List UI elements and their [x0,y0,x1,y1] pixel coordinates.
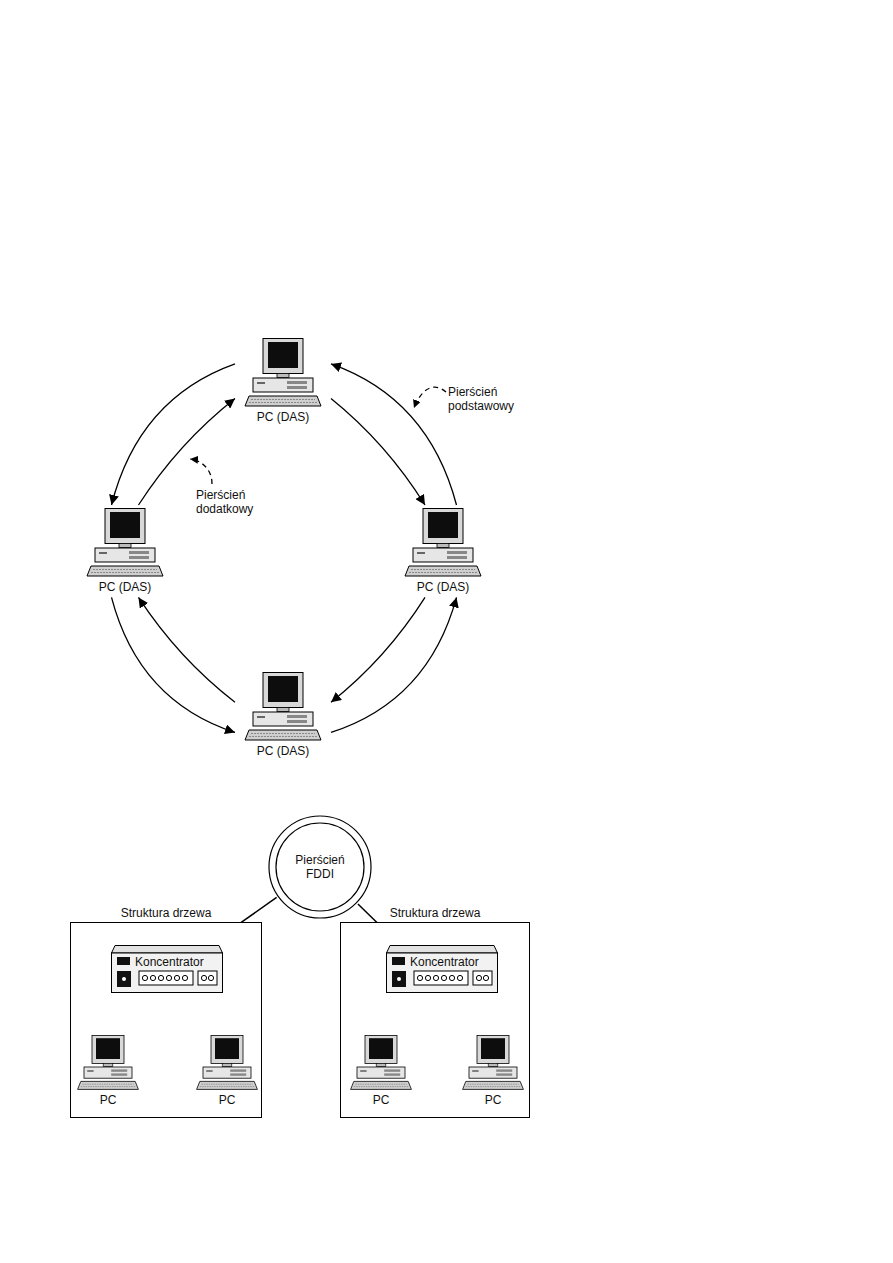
leader-line [414,387,446,408]
pc-icon [243,672,323,742]
pc-icon-use [87,509,163,577]
pc-label: PC (DAS) [238,744,328,758]
pc-icon [195,1035,259,1091]
concentrator-label: Koncentrator [135,955,204,969]
pc-label: PC [459,1093,527,1107]
pc-icon [76,1035,140,1091]
ring-inner [276,823,364,911]
pc-icon-use [245,673,321,741]
concentrator-device-use [112,946,223,993]
pc-icon [243,338,323,408]
pc-label: PC (DAS) [238,410,328,424]
workstation-das: PC (DAS) [238,672,328,758]
pc-icon-use [78,1035,139,1089]
tree-heading: Struktura drzewa [341,906,529,920]
workstation: PC [73,1035,143,1107]
ring-callout: Pierścień podstawowy [448,385,528,414]
pc-label: PC (DAS) [80,580,170,594]
pc-label: PC [346,1093,416,1107]
ring-arrow [139,597,236,702]
workstation: PC [346,1035,416,1107]
concentrator: Koncentrator [386,945,498,993]
ring-arrow [112,364,236,505]
pc-icon-use [351,1035,412,1089]
pc-label: PC [73,1093,143,1107]
workstation: PC [193,1035,261,1107]
pc-icon-use [197,1035,258,1089]
pc-icon [85,508,165,578]
concentrator-label: Koncentrator [410,955,479,969]
ring-arrow [112,597,236,732]
leader-line [190,459,212,484]
pc-icon [403,508,483,578]
pc-icon-use [463,1035,524,1089]
workstation-das: PC (DAS) [80,508,170,594]
workstation: PC [459,1035,527,1107]
concentrator-device-use [387,946,498,993]
concentrator: Koncentrator [111,945,223,993]
pc-label: PC [193,1093,261,1107]
pc-icon-use [245,339,321,407]
tree-structure-box: Struktura drzewaKoncentratorPCPC [70,922,262,1118]
ring-arrow [331,364,457,505]
fddi-ring: Pierścień FDDI [268,815,372,919]
workstation-das: PC (DAS) [238,338,328,424]
ring-arrow [331,597,457,732]
tree-structure-box: Struktura drzewaKoncentratorPCPC [340,922,530,1118]
pc-icon [349,1035,413,1091]
tree-heading: Struktura drzewa [71,906,261,920]
workstation-das: PC (DAS) [398,508,488,594]
pc-icon-use [405,509,481,577]
pc-icon [461,1035,525,1091]
ring-callout: Pierścień dodatkowy [196,488,276,517]
ring-arrow [331,597,425,702]
ring-outer [269,816,371,918]
ring-label: Pierścień FDDI [284,853,356,882]
ring-arrow [331,398,425,505]
pc-label: PC (DAS) [398,580,488,594]
